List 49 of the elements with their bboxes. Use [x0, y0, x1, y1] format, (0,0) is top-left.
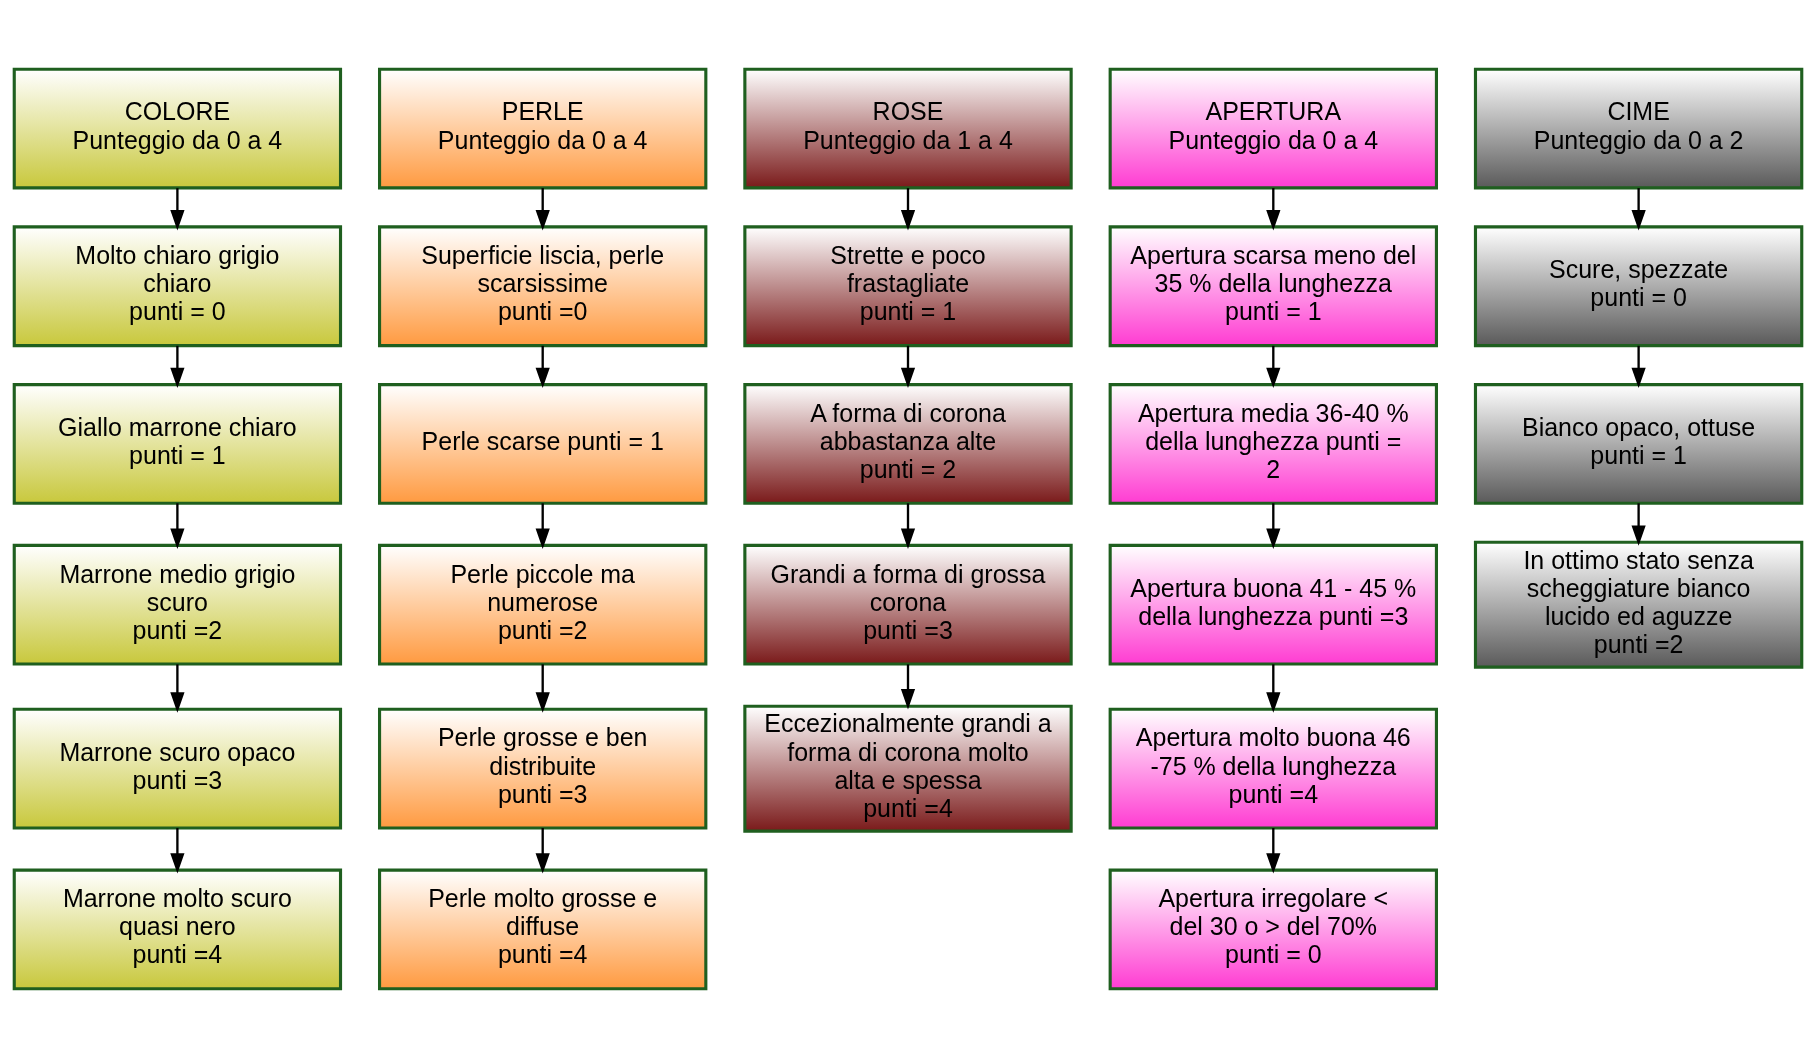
arrow	[170, 827, 185, 874]
arrow	[1266, 502, 1281, 549]
node-box: Scure, spezzate punti = 0	[1473, 224, 1804, 347]
node-box: Perle scarse punti = 1	[378, 382, 708, 505]
node-box: Marrone scuro opaco punti =3	[12, 707, 343, 829]
node-box: APERTURA Punteggio da 0 a 4	[1108, 67, 1438, 189]
arrow	[170, 663, 185, 713]
node-box: Strette e poco frastagliate punti = 1	[743, 224, 1073, 347]
arrow	[170, 187, 185, 230]
arrow	[170, 502, 185, 549]
arrow	[900, 663, 916, 709]
arrow	[1631, 187, 1646, 230]
node-box: PERLE Punteggio da 0 a 4	[378, 67, 708, 189]
arrow	[170, 345, 185, 388]
node-box: Marrone molto scuro quasi nero punti =4	[12, 868, 343, 990]
node-box: Perle grosse e ben distribuite punti =3	[378, 707, 708, 829]
arrow	[900, 502, 916, 549]
arrow	[535, 502, 550, 549]
node-box: Apertura media 36-40 % della lunghezza punti = 2	[1108, 382, 1438, 505]
node-box: ROSE Punteggio da 1 a 4	[743, 67, 1073, 189]
arrow	[1266, 187, 1281, 230]
arrow	[535, 663, 550, 713]
arrow	[1266, 345, 1281, 388]
arrow	[1266, 663, 1281, 713]
node-box: Giallo marrone chiaro punti = 1	[12, 382, 343, 505]
arrow	[535, 827, 550, 874]
arrow	[535, 187, 550, 230]
node-box: Apertura buona 41 - 45 % della lunghezza punti =3	[1108, 543, 1438, 666]
node-box: COLORE Punteggio da 0 a 4	[12, 67, 343, 189]
node-box: Perle molto grosse e diffuse punti =4	[378, 868, 708, 990]
arrow	[1266, 827, 1281, 874]
node-box: Apertura molto buona 46 -75 % della lunghezza punti =4	[1108, 707, 1438, 829]
arrow	[900, 345, 916, 388]
node-box: Bianco opaco, ottuse punti = 1	[1473, 382, 1804, 505]
node-box: Eccezionalmente grandi a forma di corona molto alta e spessa punti =4	[743, 704, 1073, 833]
node-box: Marrone medio grigio scuro punti =2	[12, 543, 343, 666]
node-box: Grandi a forma di grossa corona punti =3	[743, 543, 1073, 666]
node-box: Superficie liscia, perle scarsissime punti =0	[378, 224, 708, 347]
node-box: CIME Punteggio da 0 a 2	[1473, 67, 1804, 189]
arrow	[1631, 502, 1646, 546]
arrow	[535, 345, 550, 388]
arrow	[900, 187, 916, 230]
arrow	[1631, 345, 1646, 388]
node-box: Molto chiaro grigio chiaro punti = 0	[12, 224, 343, 347]
node-box: A forma di corona abbastanza alte punti = 2	[743, 382, 1073, 505]
node-box: Apertura irregolare < del 30 o > del 70% punti = 0	[1108, 868, 1438, 990]
node-box: Apertura scarsa meno del 35 % della lunghezza punti = 1	[1108, 224, 1438, 347]
node-box: Perle piccole ma numerose punti =2	[378, 543, 708, 666]
node-box: In ottimo stato senza scheggiature bianco lucido ed aguzze punti =2	[1473, 540, 1804, 669]
